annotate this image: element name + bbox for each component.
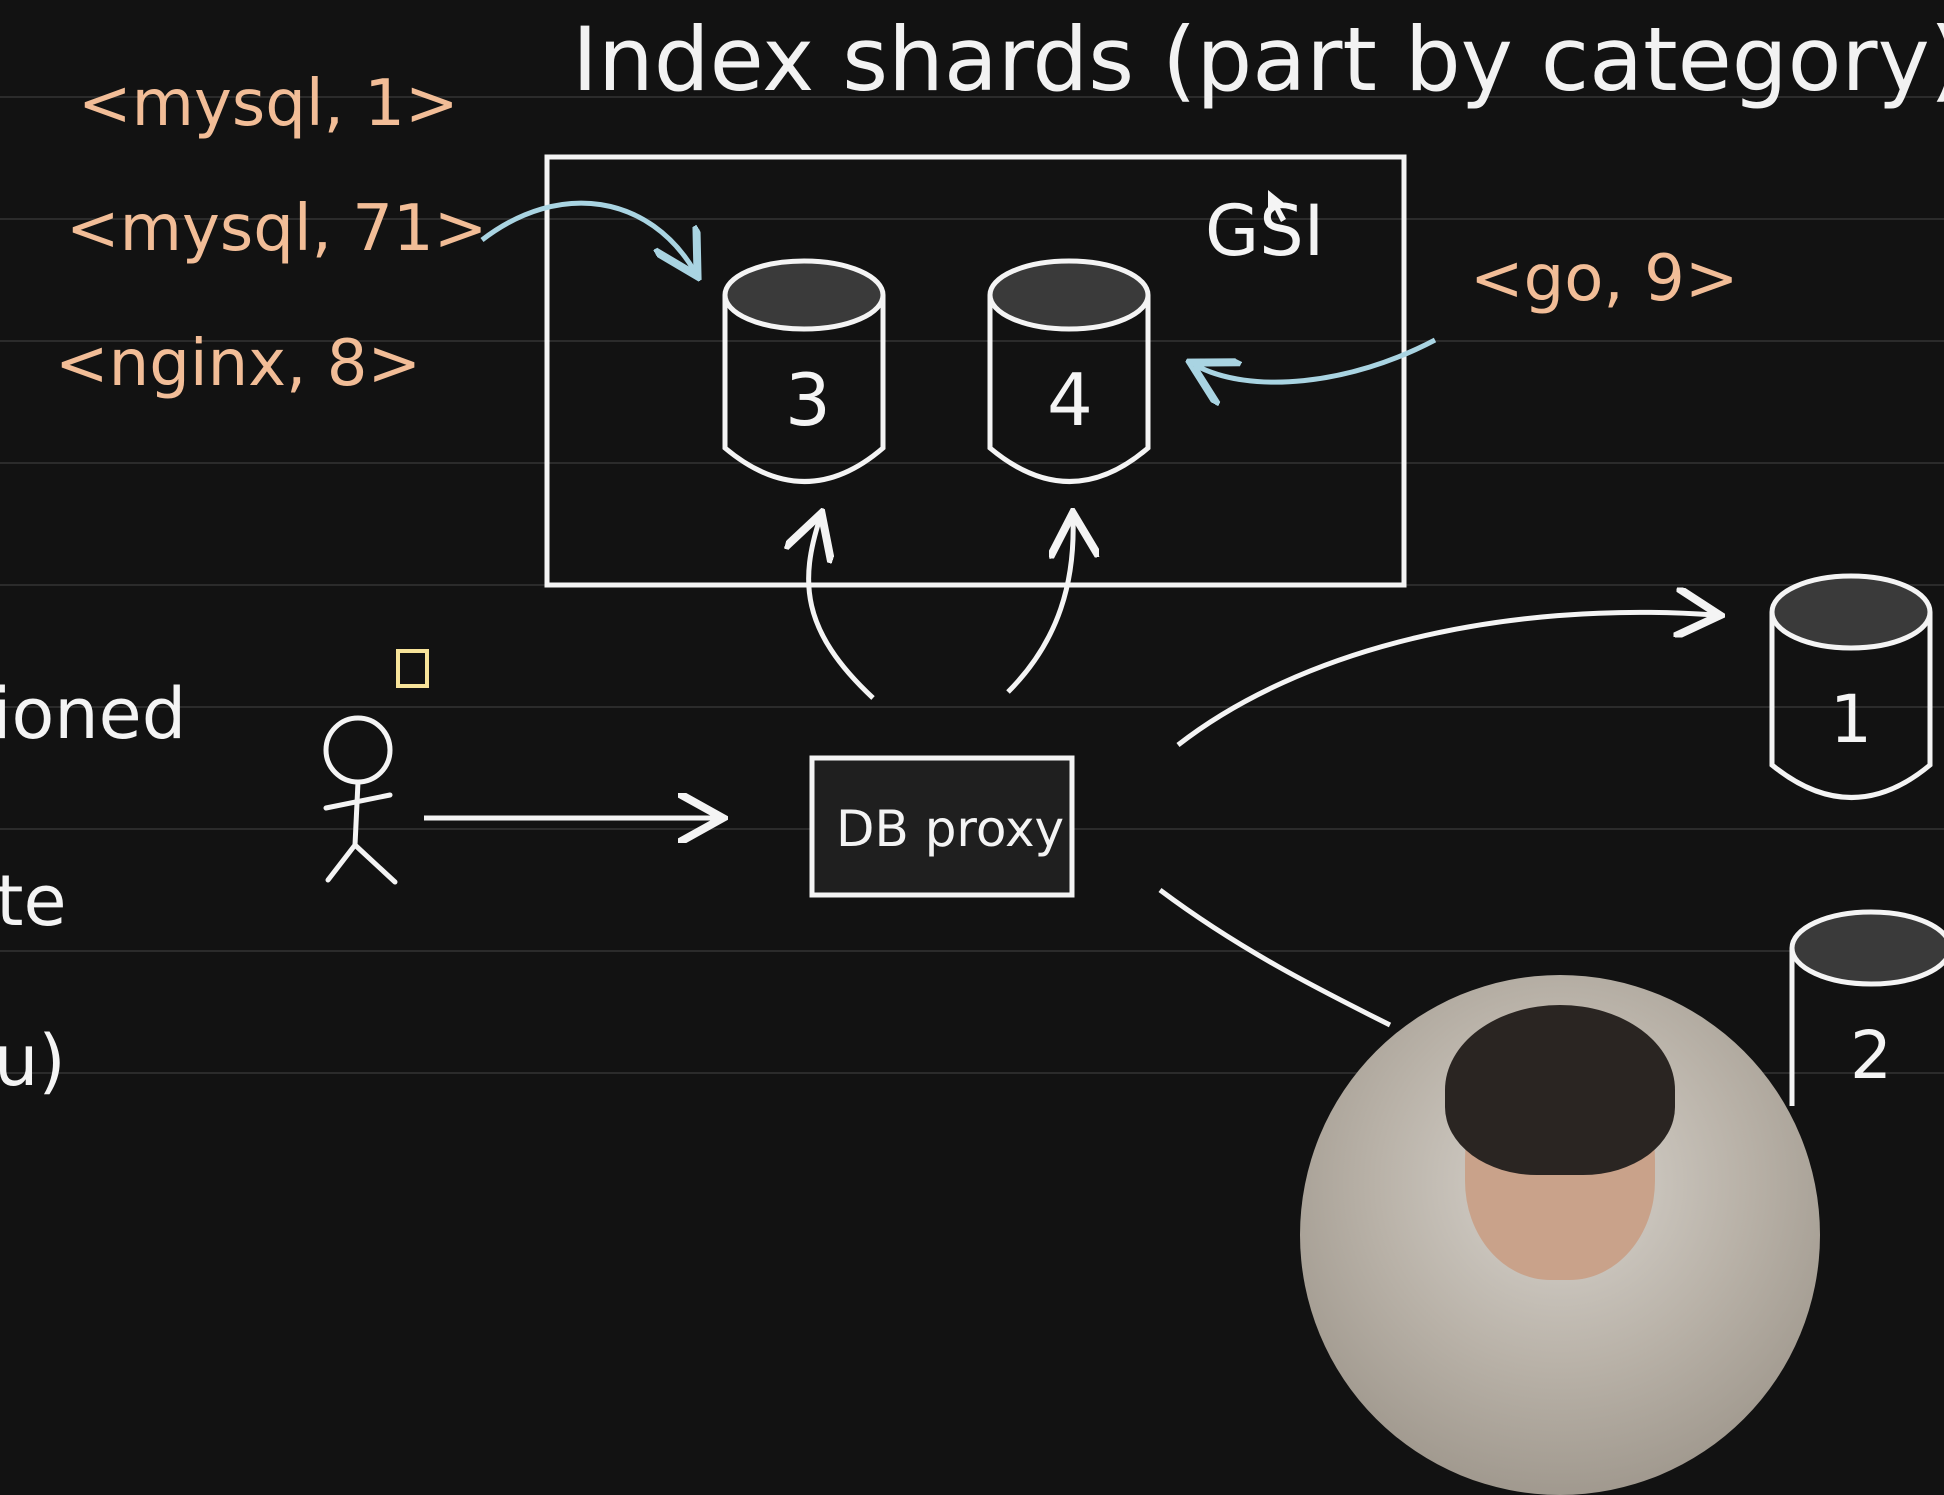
arrow-left-to-shard-3	[480, 200, 695, 272]
shard-3-label: 3	[785, 358, 831, 442]
db-proxy-box	[809, 755, 1075, 898]
index-shard-3: 3	[722, 258, 886, 484]
arrow-go-to-shard-4	[1195, 337, 1437, 382]
index-shard-4: 4	[987, 258, 1151, 484]
arrow-proxy-to-shard-1	[1176, 612, 1715, 747]
db-proxy-label: DB proxy	[836, 800, 1064, 858]
entry-mysql-1: <mysql, 1>	[78, 67, 459, 141]
diagram-title: Index shards (part by category)	[572, 8, 1944, 111]
partial-text-ioned: ioned	[0, 673, 186, 755]
data-shard-1: 1	[1769, 573, 1933, 800]
entry-go-9: <go, 9>	[1470, 242, 1738, 316]
presenter-hair	[1445, 1005, 1675, 1175]
arrow-proxy-to-shard-2	[1158, 887, 1392, 1028]
partial-text-u: u)	[0, 1020, 66, 1102]
whiteboard-diagram: Index shards (part by category) <mysql, …	[0, 8, 1944, 1106]
presenter-webcam	[1300, 975, 1820, 1495]
arrow-proxy-to-shard-3	[809, 518, 875, 700]
gsi-label: GSI	[1205, 190, 1324, 272]
pointer-cursor-icon	[1268, 190, 1289, 222]
entry-nginx-8: <nginx, 8>	[55, 327, 421, 401]
shard-1-label: 1	[1830, 681, 1872, 758]
data-shard-2: 2	[1789, 909, 1944, 1106]
shard-2-label: 2	[1850, 1017, 1892, 1094]
entry-mysql-71: <mysql, 71>	[66, 192, 487, 266]
gsi-box	[544, 154, 1407, 588]
shard-4-label: 4	[1047, 358, 1093, 442]
yellow-cursor-icon	[396, 649, 429, 688]
partial-text-te: te	[0, 860, 67, 942]
arrow-proxy-to-shard-4	[1006, 518, 1073, 694]
user-stick-figure-icon	[323, 715, 398, 885]
